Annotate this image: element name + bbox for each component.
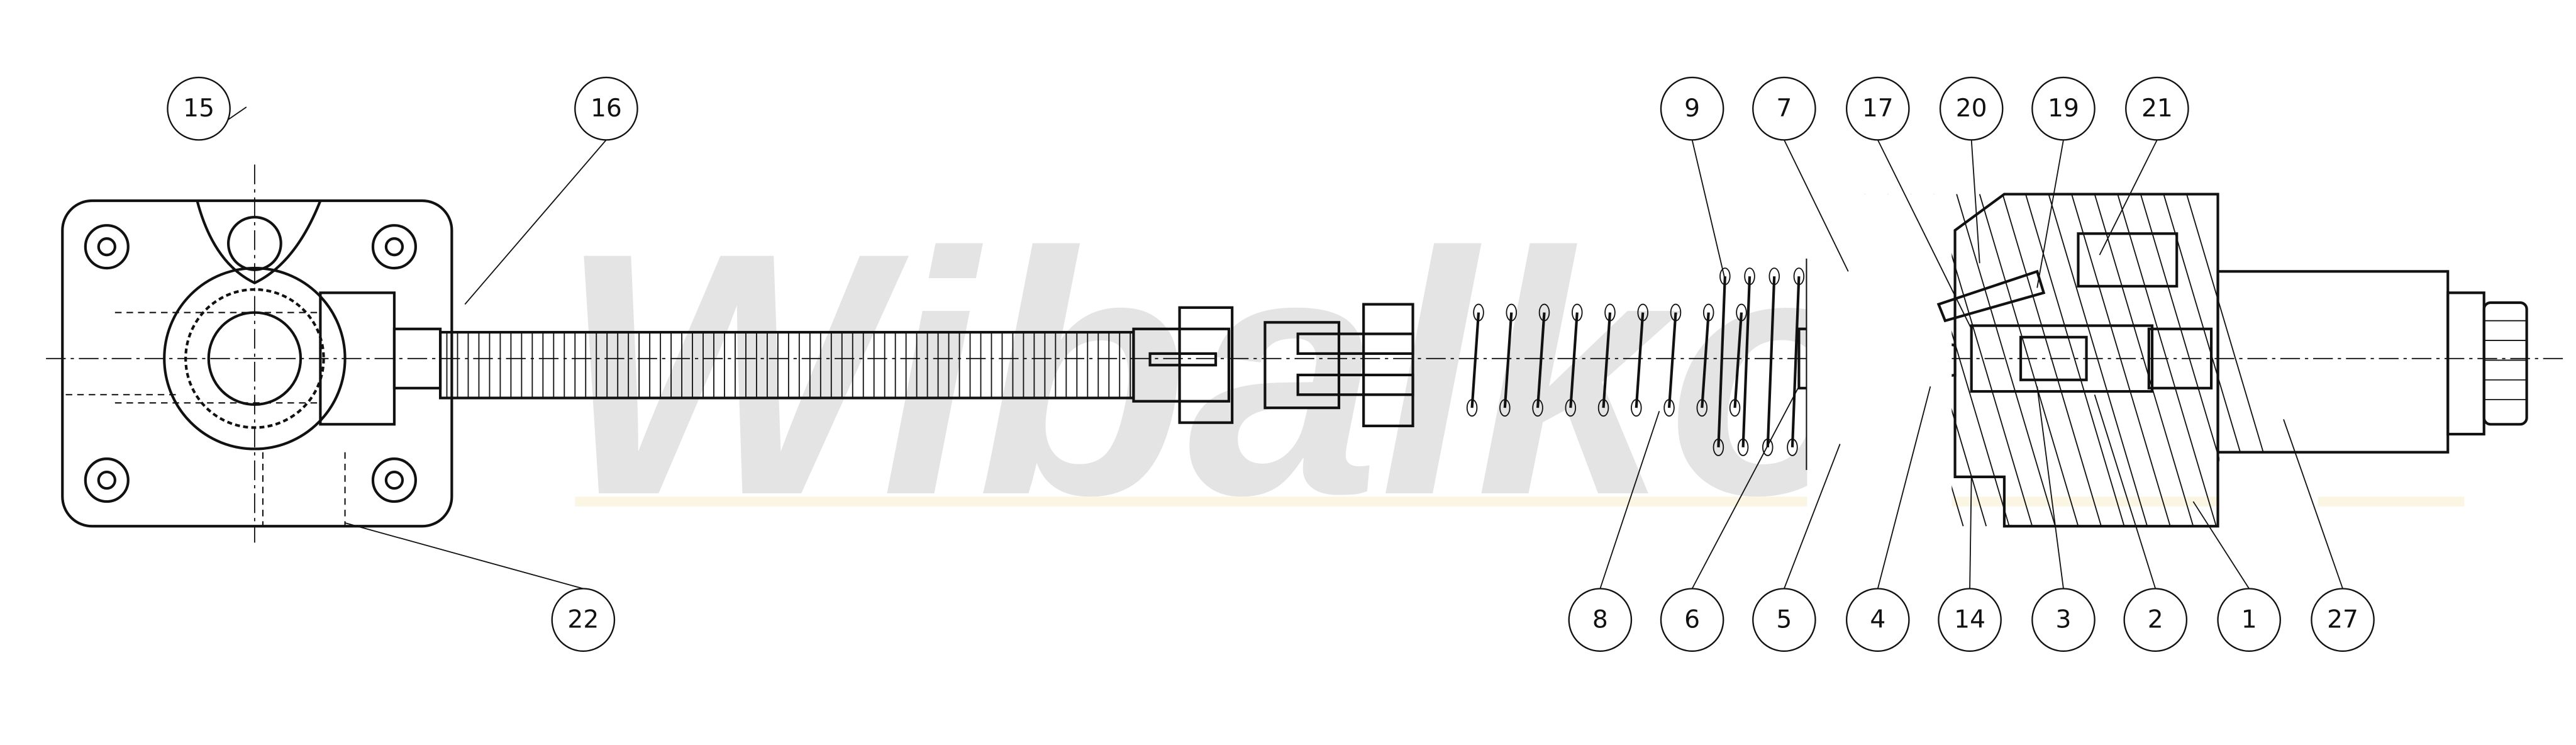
balloon-label: 14 [1954, 606, 1985, 634]
balloon-15: 15 [167, 76, 231, 141]
balloon-label: 6 [1684, 606, 1700, 634]
balloon-label: 2 [2148, 606, 2163, 634]
balloon-label: 4 [1870, 606, 1885, 634]
valve-body-1 [1807, 193, 2318, 540]
balloon-label: 3 [2056, 606, 2072, 634]
balloon-4: 4 [1845, 588, 1910, 652]
solenoid-coil-27 [2216, 270, 2528, 454]
balloon-2: 2 [2123, 588, 2188, 652]
balloon-label: 1 [2241, 606, 2257, 634]
balloon-6: 6 [1660, 588, 1724, 652]
leader-lines [198, 106, 2343, 590]
balloon-1: 1 [2217, 588, 2281, 652]
balloon-21: 21 [2125, 76, 2189, 141]
balloon-27: 27 [2311, 588, 2375, 652]
balloon-19: 19 [2031, 76, 2096, 141]
balloon-label: 21 [2141, 94, 2173, 123]
balloon-label: 20 [1956, 94, 1987, 123]
balloon-7: 7 [1752, 76, 1816, 141]
balloon-label: 7 [1776, 94, 1792, 123]
mounting-holes [84, 224, 417, 503]
balloon-5: 5 [1752, 588, 1816, 652]
balloon-label: 9 [1684, 94, 1700, 123]
balloon-label: 17 [1862, 94, 1894, 123]
balloon-label: 5 [1776, 606, 1792, 634]
balloon-label: 19 [2048, 94, 2079, 123]
balloon-22: 22 [551, 588, 616, 652]
balloon-label: 15 [183, 94, 214, 123]
balloon-20: 20 [1939, 76, 2004, 141]
electrical-connector [1132, 303, 1414, 427]
balloon-label: 27 [2327, 606, 2358, 634]
balloon-label: 22 [567, 606, 599, 634]
balloon-16: 16 [574, 76, 638, 141]
balloon-17: 17 [1845, 76, 1910, 141]
balloon-8: 8 [1568, 588, 1633, 652]
spring-8 [1466, 303, 1747, 417]
balloon-label: 8 [1592, 606, 1608, 634]
balloon-3: 3 [2031, 588, 2096, 652]
balloon-14: 14 [1938, 588, 2002, 652]
balloon-9: 9 [1660, 76, 1724, 141]
manifold-housing [61, 199, 453, 528]
balloon-label: 16 [591, 94, 622, 123]
